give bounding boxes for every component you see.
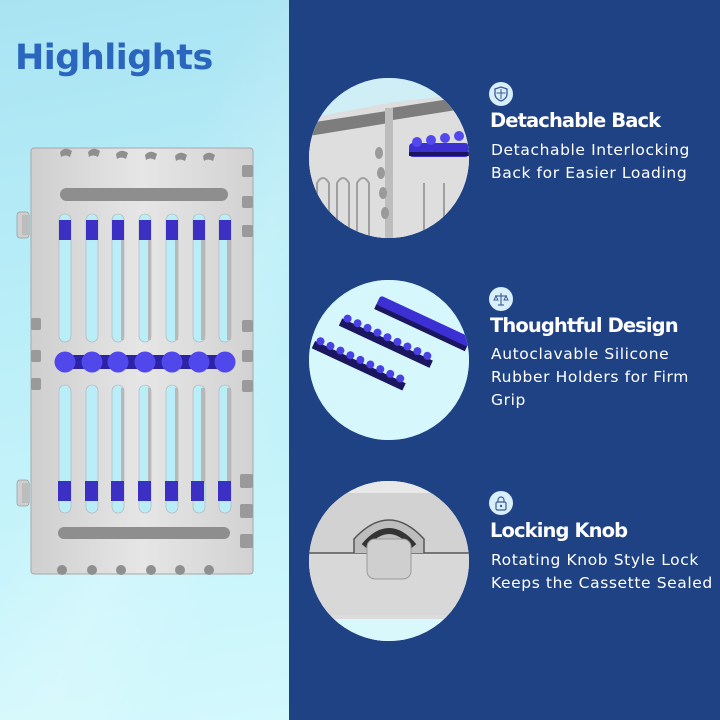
page-title: Highlights <box>15 38 213 78</box>
feature-heading: Thoughtful Design <box>490 314 679 337</box>
scale-icon <box>489 287 513 311</box>
locking-knob-photo <box>309 481 469 641</box>
cassette-image <box>16 147 254 575</box>
feature-description: Detachable Interlocking Back for Easier … <box>491 141 690 182</box>
feature-heading: Detachable Back <box>490 109 661 132</box>
right-panel: Detachable Back Detachable Interlocking … <box>289 0 720 720</box>
silicone-holders-photo <box>309 280 469 440</box>
detachable-back-photo <box>309 78 469 238</box>
shield-icon <box>489 82 513 106</box>
feature-heading: Locking Knob <box>490 519 628 542</box>
feature-description: Autoclavable Silicone Rubber Holders for… <box>491 345 689 409</box>
feature-description: Rotating Knob Style Lock Keeps the Casse… <box>491 551 713 592</box>
lock-icon <box>489 491 513 515</box>
